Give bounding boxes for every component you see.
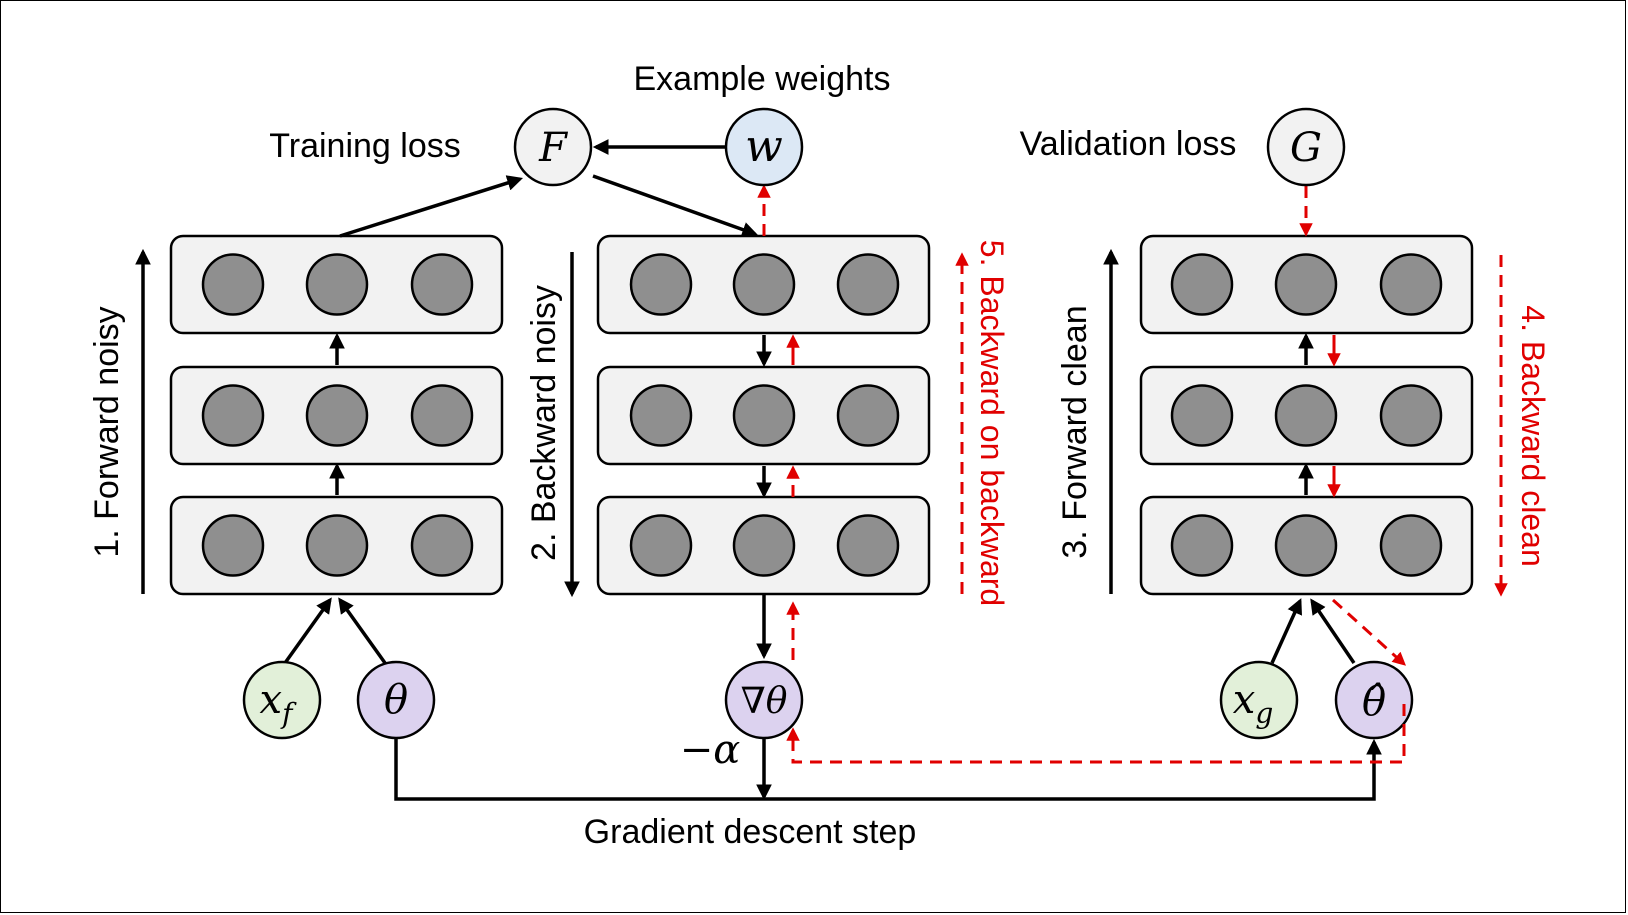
noisy-forward-neuron-1-1 — [201, 253, 265, 316]
noisy-backward-neuron-1-3 — [836, 253, 900, 316]
svg-text:w: w — [745, 121, 783, 172]
svg-text:∇θ: ∇θ — [741, 681, 788, 722]
clean-neuron-3-3 — [1379, 514, 1443, 577]
svg-text:G: G — [1290, 125, 1322, 171]
clean-neuron-3-2 — [1274, 514, 1338, 577]
stack3-to-thetahat-red-arrow — [1331, 598, 1407, 666]
noisy-backward-neuron-3-3 — [836, 514, 900, 577]
noisy-backward-neuron-1-1 — [629, 253, 693, 316]
clean-neuron-2-2 — [1274, 384, 1338, 447]
noisy-forward-neuron-1-3 — [410, 253, 474, 316]
gradient-step-path — [394, 738, 1382, 801]
noisy-backward-neuron-3-1 — [629, 514, 693, 577]
thetahat-to-stack3-arrow — [1310, 598, 1356, 664]
theta-to-stack1-arrow — [338, 597, 387, 665]
x-f-node: xf — [242, 660, 322, 740]
forward-clean-label: 3. Forward clean — [1056, 305, 1094, 558]
x-g-node: xg — [1219, 660, 1299, 740]
noisy-forward-neuron-1-2 — [305, 253, 369, 316]
noisy-backward-neuron-3-2 — [732, 514, 796, 577]
example-weights-label: Example weights — [633, 60, 890, 98]
theta-node: θ — [356, 660, 436, 740]
F-node: F — [513, 107, 593, 187]
svg-text:xg: xg — [1233, 677, 1274, 730]
clean-neuron-1-2 — [1274, 253, 1338, 316]
svg-text:F: F — [538, 125, 568, 171]
backward-on-backward-label: 5. Backward on backward — [974, 240, 1010, 606]
clean-neuron-2-3 — [1379, 384, 1443, 447]
svg-text:θ̂: θ̂ — [1362, 679, 1386, 725]
validation-loss-label: Validation loss — [1020, 125, 1237, 163]
noisy-backward-neuron-2-1 — [629, 384, 693, 447]
thetahat-to-grad-red-path — [786, 704, 1406, 764]
forward-noisy-label: 1. Forward noisy — [88, 306, 126, 557]
clean-neuron-2-1 — [1170, 384, 1234, 447]
clean-neuron-1-1 — [1170, 253, 1234, 316]
xg-to-stack3-arrow — [1270, 598, 1302, 664]
noisy-backward-neuron-2-3 — [836, 384, 900, 447]
clean-neuron-3-1 — [1170, 514, 1234, 577]
F-to-stack2-arrow — [592, 174, 758, 238]
grad-theta-node: ∇θ — [724, 660, 804, 740]
noisy-forward-neuron-3-2 — [305, 514, 369, 577]
svg-text:θ: θ — [384, 677, 408, 723]
theta-hat-node: θ̂ — [1334, 660, 1414, 740]
noisy-backward-neuron-2-2 — [732, 384, 796, 447]
stack1-to-F-arrow — [339, 175, 524, 238]
backward-clean-label: 4. Backward clean — [1515, 305, 1551, 566]
w-node: w — [724, 107, 804, 187]
noisy-forward-neuron-2-3 — [410, 384, 474, 447]
network-stacks — [169, 234, 1474, 596]
noisy-forward-neuron-3-3 — [410, 514, 474, 577]
clean-neuron-1-3 — [1379, 253, 1443, 316]
backward-noisy-label: 2. Backward noisy — [525, 285, 563, 561]
gradient-descent-step-label: Gradient descent step — [584, 813, 917, 851]
noisy-forward-neuron-3-1 — [201, 514, 265, 577]
noisy-forward-neuron-2-1 — [201, 384, 265, 447]
noisy-backward-neuron-1-2 — [732, 253, 796, 316]
xf-to-stack1-arrow — [283, 597, 332, 665]
G-node: G — [1266, 107, 1346, 187]
minus-alpha-label: −α — [680, 727, 741, 773]
training-loss-label: Training loss — [269, 127, 460, 165]
noisy-forward-neuron-2-2 — [305, 384, 369, 447]
